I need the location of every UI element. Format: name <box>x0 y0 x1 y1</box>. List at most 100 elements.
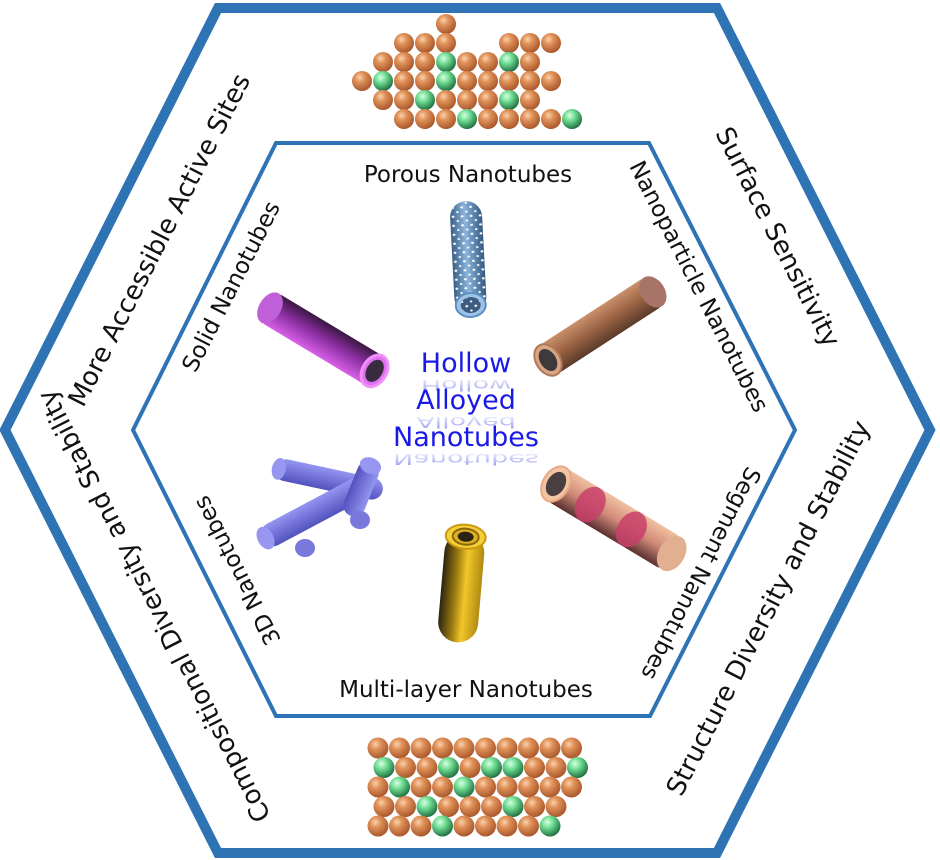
green-atom <box>539 815 561 837</box>
copper-atom <box>499 71 519 91</box>
copper-atom <box>520 71 540 91</box>
porous-nanotube <box>450 201 487 319</box>
green-atom <box>436 52 456 72</box>
copper-atom <box>499 33 519 53</box>
green-atom <box>502 757 524 778</box>
copper-atom <box>539 737 561 759</box>
label-porous-nanotubes: Porous Nanotubes <box>364 162 572 188</box>
center-title-line-1: Hollow <box>421 348 511 379</box>
green-atom <box>373 71 393 91</box>
copper-atom <box>475 737 496 759</box>
copper-atom <box>436 109 456 129</box>
copper-atom <box>478 109 498 129</box>
copper-atom <box>410 737 432 759</box>
center-title-line-1-reflection: Hollow <box>421 376 511 393</box>
copper-atom <box>520 33 540 53</box>
copper-atom <box>457 71 477 91</box>
green-atom <box>453 776 475 798</box>
copper-atom <box>520 90 540 110</box>
multilayer-nanotube <box>438 523 487 643</box>
copper-atom <box>541 71 561 91</box>
copper-atom <box>459 796 481 817</box>
copper-atom <box>389 815 410 837</box>
copper-atom <box>438 796 459 817</box>
copper-atom <box>524 757 545 778</box>
green-atom <box>415 90 435 110</box>
copper-atom <box>457 90 477 110</box>
copper-atom <box>518 737 539 759</box>
copper-atom <box>496 776 518 798</box>
copper-atom <box>457 52 477 72</box>
green-atom <box>389 776 410 798</box>
copper-atom <box>541 109 561 129</box>
copper-atom <box>561 776 582 798</box>
copper-atom <box>475 776 496 798</box>
copper-atom <box>432 776 453 798</box>
copper-atom <box>478 90 498 110</box>
copper-atom <box>352 71 372 91</box>
center-title: Hollow Hollow Alloyed Alloyed Nanotubes … <box>393 348 539 467</box>
copper-atom <box>436 14 456 34</box>
green-atom <box>499 52 519 72</box>
copper-atom <box>475 815 496 837</box>
copper-atom <box>373 90 393 110</box>
copper-atom <box>499 109 519 129</box>
copper-atom <box>367 815 389 837</box>
label-solid-nanotubes: Solid Nanotubes <box>178 197 286 376</box>
center-title-line-3: Nanotubes <box>393 422 539 453</box>
copper-atom <box>432 737 453 759</box>
copper-atom <box>524 796 545 817</box>
green-atom <box>436 71 456 91</box>
copper-atom <box>496 815 518 837</box>
copper-atom <box>518 776 539 798</box>
copper-atom <box>373 796 395 817</box>
green-atom <box>416 796 438 817</box>
copper-atom <box>415 71 435 91</box>
copper-atom <box>415 33 435 53</box>
copper-atom <box>545 796 567 817</box>
copper-atom <box>453 737 475 759</box>
copper-atom <box>416 757 438 778</box>
copper-atom <box>394 33 414 53</box>
copper-atom <box>436 90 456 110</box>
atom-lattice-top <box>352 14 582 129</box>
inner-hexagon-frame <box>130 141 798 718</box>
copper-atom <box>478 52 498 72</box>
copper-atom <box>367 737 389 759</box>
copper-atom <box>395 796 416 817</box>
copper-atom <box>453 815 475 837</box>
outer-hexagon-frame <box>0 3 936 858</box>
green-atom <box>438 757 459 778</box>
copper-atom <box>415 109 435 129</box>
green-atom <box>562 109 582 129</box>
copper-atom <box>394 109 414 129</box>
label-multilayer-nanotubes: Multi-layer Nanotubes <box>339 677 593 703</box>
copper-atom <box>436 33 456 53</box>
copper-atom <box>395 757 416 778</box>
copper-atom <box>394 71 414 91</box>
copper-atom <box>518 815 539 837</box>
copper-atom <box>394 90 414 110</box>
copper-atom <box>367 776 389 798</box>
center-title-line-3-reflection: Nanotubes <box>393 450 539 467</box>
center-title-line-2: Alloyed <box>416 385 516 416</box>
copper-atom <box>541 33 561 53</box>
copper-atom <box>394 52 414 72</box>
solid-nanotube <box>257 292 390 389</box>
copper-atom <box>545 757 567 778</box>
copper-atom <box>459 757 481 778</box>
copper-atom <box>410 815 432 837</box>
copper-atom <box>415 52 435 72</box>
copper-atom <box>520 109 540 129</box>
copper-atom <box>373 52 393 72</box>
3d-nanotube <box>256 457 383 557</box>
copper-atom <box>561 737 582 759</box>
green-atom <box>499 90 519 110</box>
green-atom <box>432 815 453 837</box>
copper-atom <box>520 52 540 72</box>
copper-atom <box>478 71 498 91</box>
green-atom <box>567 757 588 778</box>
nanoparticle-nanotube <box>533 276 667 377</box>
green-atom <box>481 757 502 778</box>
